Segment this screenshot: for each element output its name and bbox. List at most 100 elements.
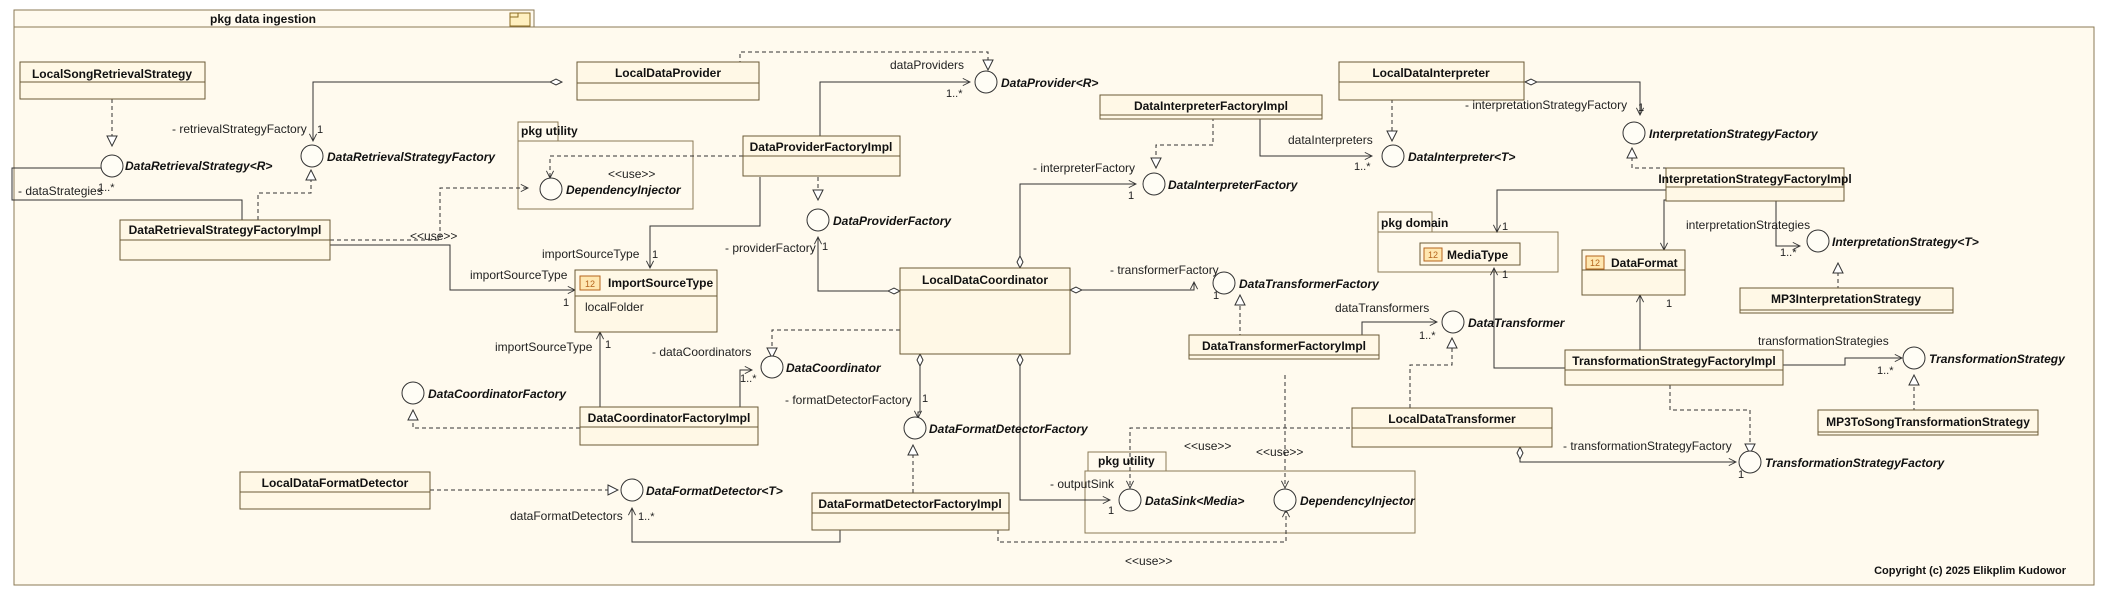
interface-data-provider-factory[interactable]: DataProviderFactory xyxy=(806,208,952,232)
class-name: LocalDataProvider xyxy=(615,66,721,80)
svg-text:TransformationStrategyFactory: TransformationStrategyFactory xyxy=(1765,456,1945,470)
interface-data-interpreter[interactable]: DataInterpreter<T> xyxy=(1381,144,1515,168)
class-name: MP3ToSongTransformationStrategy xyxy=(1826,415,2030,429)
interface-dependency-injector-bottom[interactable]: DependencyInjector xyxy=(1273,488,1416,512)
class-name: InterpretationStrategyFactoryImpl xyxy=(1658,172,1851,186)
label-data-transformers: dataTransformers xyxy=(1335,301,1429,315)
interface-data-transformer-factory[interactable]: DataTransformerFactory xyxy=(1212,271,1380,295)
class-name: DataRetrievalStrategyFactoryImpl xyxy=(129,223,322,237)
role-labels: - dataStrategies - retrievalStrategyFact… xyxy=(18,58,1889,568)
label-output-sink: - outputSink xyxy=(1050,477,1115,491)
svg-text:1: 1 xyxy=(563,297,569,309)
multiplicities: 1..* 1 1..* 1 1 1 1 1..* 1 1 1 1 1..* 1 … xyxy=(98,88,1894,523)
label-use-left: <<use>> xyxy=(410,229,457,243)
interface-data-retrieval-strategy-factory[interactable]: DataRetrievalStrategyFactory xyxy=(300,144,496,168)
svg-text:1: 1 xyxy=(822,241,828,253)
svg-text:DataRetrievalStrategy<R>: DataRetrievalStrategy<R> xyxy=(125,159,272,173)
interface-data-retrieval-strategy[interactable]: DataRetrievalStrategy<R> xyxy=(100,154,272,178)
enum-badge: 12 xyxy=(585,279,595,289)
svg-text:1..*: 1..* xyxy=(1780,247,1797,259)
svg-text:1..*: 1..* xyxy=(1354,161,1371,173)
label-transformation-strategies: transformationStrategies xyxy=(1758,334,1889,348)
class-data-coordinator-factory-impl[interactable]: DataCoordinatorFactoryImpl xyxy=(579,406,759,446)
class-interpretation-strategy-factory-impl[interactable]: InterpretationStrategyFactoryImpl xyxy=(1658,167,1852,202)
interface-data-sink[interactable]: DataSink<Media> xyxy=(1118,488,1244,512)
interface-transformation-strategy[interactable]: TransformationStrategy xyxy=(1902,346,2066,370)
interface-data-transformer[interactable]: DataTransformer xyxy=(1441,310,1566,334)
interface-data-coordinator[interactable]: DataCoordinator xyxy=(760,355,882,379)
svg-text:DependencyInjector: DependencyInjector xyxy=(1300,494,1416,508)
class-local-data-provider[interactable]: LocalDataProvider xyxy=(576,61,760,101)
label-use-right: <<use>> xyxy=(1256,445,1303,459)
enum-literal: localFolder xyxy=(585,300,644,314)
class-transformation-strategy-factory-impl[interactable]: TransformationStrategyFactoryImpl xyxy=(1564,349,1784,386)
class-local-data-transformer[interactable]: LocalDataTransformer xyxy=(1351,407,1553,448)
enum-data-format[interactable]: 12 DataFormat xyxy=(1581,249,1686,296)
class-data-format-detector-factory-impl[interactable]: DataFormatDetectorFactoryImpl xyxy=(811,492,1010,531)
class-local-data-coordinator[interactable]: LocalDataCoordinator xyxy=(899,267,1071,355)
class-mp3-interpretation-strategy[interactable]: MP3InterpretationStrategy xyxy=(1739,287,1954,314)
interface-data-format-detector-factory[interactable]: DataFormatDetectorFactory xyxy=(903,416,1089,440)
interface-interpretation-strategy-factory[interactable]: InterpretationStrategyFactory xyxy=(1622,121,1819,145)
svg-text:DataRetrievalStrategyFactory: DataRetrievalStrategyFactory xyxy=(327,150,496,164)
class-mp3-to-song-transformation-strategy[interactable]: MP3ToSongTransformationStrategy xyxy=(1817,409,2039,436)
label-format-detector-factory: - formatDetectorFactory xyxy=(785,393,912,407)
label-data-interpreters: dataInterpreters xyxy=(1288,133,1373,147)
svg-text:DataInterpreterFactory: DataInterpreterFactory xyxy=(1168,178,1299,192)
interface-interpretation-strategy[interactable]: InterpretationStrategy<T> xyxy=(1806,229,1979,253)
interface-dependency-injector-top[interactable]: DependencyInjector xyxy=(539,177,682,201)
label-provider-factory: - providerFactory xyxy=(725,241,816,255)
class-data-interpreter-factory-impl[interactable]: DataInterpreterFactoryImpl xyxy=(1099,94,1323,120)
label-data-providers: dataProviders xyxy=(890,58,964,72)
svg-text:DataProviderFactory: DataProviderFactory xyxy=(833,214,952,228)
connectors xyxy=(11,51,1914,543)
label-import-source-type-b: importSourceType xyxy=(470,268,568,282)
class-name: DataCoordinatorFactoryImpl xyxy=(588,411,751,425)
class-name: DataFormatDetectorFactoryImpl xyxy=(818,497,1001,511)
svg-text:DependencyInjector: DependencyInjector xyxy=(566,183,682,197)
svg-text:1..*: 1..* xyxy=(1419,330,1436,342)
label-use-top: <<use>> xyxy=(608,167,655,181)
svg-text:1..*: 1..* xyxy=(740,373,757,385)
class-local-data-format-detector[interactable]: LocalDataFormatDetector xyxy=(239,471,431,510)
enum-name: MediaType xyxy=(1447,248,1508,262)
svg-text:DataInterpreter<T>: DataInterpreter<T> xyxy=(1408,150,1515,164)
svg-text:DataFormatDetector<T>: DataFormatDetector<T> xyxy=(646,484,783,498)
class-name: LocalDataFormatDetector xyxy=(262,476,409,490)
class-name: DataInterpreterFactoryImpl xyxy=(1134,99,1288,113)
package-domain-title: pkg domain xyxy=(1381,216,1448,230)
svg-text:1: 1 xyxy=(605,339,611,351)
class-data-transformer-factory-impl[interactable]: DataTransformerFactoryImpl xyxy=(1188,334,1380,360)
interface-data-provider[interactable]: DataProvider<R> xyxy=(974,70,1098,94)
interface-transformation-strategy-factory[interactable]: TransformationStrategyFactory xyxy=(1738,450,1945,474)
label-use-mid: <<use>> xyxy=(1184,439,1231,453)
svg-text:TransformationStrategy: TransformationStrategy xyxy=(1929,352,2066,366)
label-data-format-detectors: dataFormatDetectors xyxy=(510,509,623,523)
label-interpreter-factory: - interpreterFactory xyxy=(1033,161,1135,175)
svg-text:1: 1 xyxy=(1213,290,1219,302)
interface-data-coordinator-factory[interactable]: DataCoordinatorFactory xyxy=(401,381,567,405)
svg-text:1: 1 xyxy=(1502,269,1508,281)
svg-text:DataFormatDetectorFactory: DataFormatDetectorFactory xyxy=(929,422,1089,436)
svg-text:1: 1 xyxy=(922,393,928,405)
class-local-song-retrieval-strategy[interactable]: LocalSongRetrievalStrategy xyxy=(19,61,206,100)
class-name: DataProviderFactoryImpl xyxy=(750,140,893,154)
package-utility-top-title: pkg utility xyxy=(521,124,578,138)
svg-text:1..*: 1..* xyxy=(1877,365,1894,377)
svg-text:DataSink<Media>: DataSink<Media> xyxy=(1145,494,1244,508)
svg-text:1: 1 xyxy=(1502,221,1508,233)
label-retrieval-strategy-factory: - retrievalStrategyFactory xyxy=(172,122,307,136)
label-transformer-factory: - transformerFactory xyxy=(1110,263,1219,277)
svg-text:12: 12 xyxy=(1428,250,1438,260)
label-transformation-strategy-factory: - transformationStrategyFactory xyxy=(1563,439,1732,453)
interface-data-interpreter-factory[interactable]: DataInterpreterFactory xyxy=(1142,172,1299,196)
class-local-data-interpreter[interactable]: LocalDataInterpreter xyxy=(1338,61,1525,101)
enum-import-source-type[interactable]: 12 ImportSourceType localFolder xyxy=(574,269,718,333)
interface-data-format-detector[interactable]: DataFormatDetector<T> xyxy=(620,478,783,502)
class-data-provider-factory-impl[interactable]: DataProviderFactoryImpl xyxy=(742,135,901,177)
class-data-retrieval-strategy-factory-impl[interactable]: DataRetrievalStrategyFactoryImpl xyxy=(119,219,331,261)
enum-media-type[interactable]: 12 MediaType xyxy=(1419,242,1521,266)
copyright-notice: Copyright (c) 2025 Elikplim Kudowor xyxy=(1874,565,2067,577)
